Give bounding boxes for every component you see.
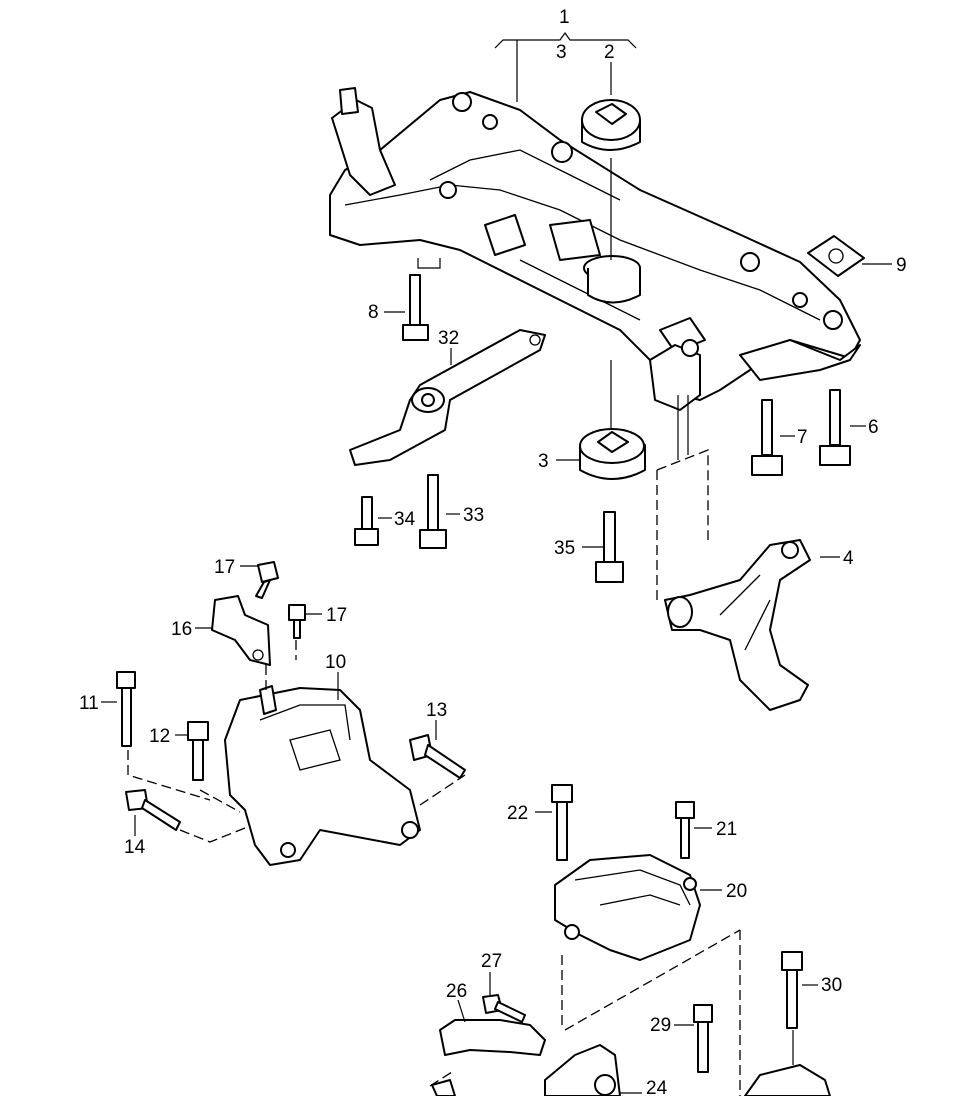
callout-34: 34 <box>394 509 416 530</box>
bracket-24 <box>544 1044 621 1096</box>
subframe <box>329 87 861 411</box>
callout-4: 4 <box>843 548 854 569</box>
callout-9: 9 <box>896 255 907 276</box>
callout-6: 6 <box>868 417 879 438</box>
callout-26: 26 <box>446 981 467 1002</box>
callout-3-top: 3 <box>556 42 567 63</box>
bolt-12 <box>187 721 209 781</box>
callout-labels: 1 3 2 9 8 32 7 6 3 34 33 35 4 17 17 16 1… <box>79 7 907 1096</box>
bolt-27 <box>482 994 526 1023</box>
bracket-lower-right <box>744 1064 831 1096</box>
callout-17-b: 17 <box>326 605 347 626</box>
upper-bushing <box>581 99 641 151</box>
callout-12: 12 <box>149 726 170 747</box>
bolt-22 <box>551 784 573 861</box>
washer-plate <box>807 235 865 277</box>
callout-22: 22 <box>507 803 528 824</box>
engine-mount <box>224 685 421 866</box>
bolt-34 <box>354 496 379 546</box>
callout-10: 10 <box>325 652 346 673</box>
bolt-6 <box>819 389 851 466</box>
callout-14: 14 <box>124 837 146 858</box>
bolt-14 <box>125 789 181 831</box>
bolt-11 <box>116 671 136 747</box>
bolt-17a <box>255 561 279 599</box>
torque-rod <box>349 329 546 466</box>
callout-20: 20 <box>726 881 747 902</box>
callout-16: 16 <box>171 619 192 640</box>
control-arm <box>664 539 811 711</box>
callout-21: 21 <box>716 819 737 840</box>
callout-1: 1 <box>559 7 570 28</box>
bolt-13 <box>409 734 466 779</box>
bolt-30 <box>781 951 803 1029</box>
callout-13: 13 <box>426 700 447 721</box>
callout-33: 33 <box>463 505 484 526</box>
bolt-lower-left <box>431 1079 456 1096</box>
callout-35: 35 <box>554 538 575 559</box>
bolt-21 <box>675 801 695 859</box>
callout-17-a: 17 <box>214 557 235 578</box>
callout-7: 7 <box>797 427 808 448</box>
bolt-35 <box>595 511 624 583</box>
callout-8: 8 <box>368 302 379 323</box>
leader-lines <box>101 31 892 1096</box>
callout-24: 24 <box>646 1078 668 1096</box>
callout-29: 29 <box>650 1015 671 1036</box>
callout-11: 11 <box>79 693 99 714</box>
callout-3-lower: 3 <box>538 451 549 472</box>
callout-30: 30 <box>821 975 842 996</box>
bolt-7 <box>751 399 783 476</box>
bracket-26 <box>439 1019 546 1056</box>
callout-32: 32 <box>438 328 459 349</box>
callout-2: 2 <box>604 42 615 63</box>
bolt-17b <box>288 604 306 639</box>
lower-bushing <box>579 428 646 480</box>
transmission-mount <box>554 854 701 961</box>
bolt-8 <box>402 274 429 341</box>
bolt-29 <box>693 1004 713 1073</box>
callout-27: 27 <box>481 951 502 972</box>
heat-shield-bracket <box>211 595 271 666</box>
bolt-33 <box>419 474 447 549</box>
